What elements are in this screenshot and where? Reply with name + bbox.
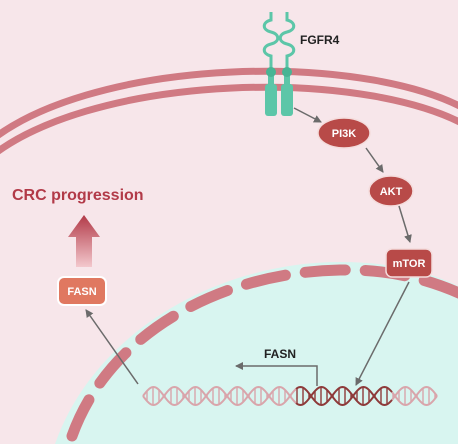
cell-membrane-inner	[0, 83, 458, 155]
gene-label: FASN	[264, 347, 296, 361]
receptor-label: FGFR4	[300, 33, 340, 47]
receptor-kinase-right	[281, 84, 293, 116]
akt-node: AKT	[368, 175, 414, 207]
dna-strand-a-segment	[142, 385, 297, 407]
receptor-joint-right	[282, 67, 292, 77]
arrow-mtor-to-dna	[355, 281, 410, 386]
progression-arrow	[68, 215, 100, 267]
transcription-arrow	[235, 362, 318, 386]
receptor-joint-left	[266, 67, 276, 77]
pi3k-label: PI3K	[332, 128, 357, 140]
pi3k-shape	[317, 117, 371, 149]
receptor-kinase-left	[265, 84, 277, 116]
receptor-tm-right	[284, 70, 290, 86]
arrow-pi3k-to-akt	[365, 147, 384, 173]
arrow-akt-to-mtor	[398, 205, 412, 243]
outcome-label: CRC progression	[12, 187, 144, 204]
akt-label: AKT	[380, 186, 403, 198]
fasn-protein-shape	[57, 276, 107, 306]
dna-strand-b-segment	[391, 385, 438, 407]
fasn-protein-label: FASN	[67, 286, 96, 298]
receptor-extracellular-left	[262, 12, 280, 72]
dna-strand-b-segment	[295, 385, 393, 407]
receptor-tm-left	[268, 70, 274, 86]
dna-strand-b-segment	[142, 385, 297, 407]
mtor-node: mTOR	[385, 248, 433, 278]
cell-membrane-outer	[0, 67, 458, 139]
fgfr4-receptor	[262, 12, 296, 116]
dna-strand-a-segment	[295, 385, 393, 407]
dna-helix	[142, 385, 438, 407]
fasn-protein-node: FASN	[57, 276, 107, 306]
nuclear-envelope	[66, 264, 458, 442]
mtor-label: mTOR	[393, 258, 426, 270]
dna-strand-a-segment	[391, 385, 438, 407]
pi3k-node: PI3K	[317, 117, 371, 149]
arrow-fgfr4-to-pi3k	[293, 107, 322, 123]
akt-shape	[368, 175, 414, 207]
mtor-shape	[385, 248, 433, 278]
receptor-extracellular-right	[278, 12, 296, 72]
arrow-dna-to-fasn-protein	[85, 309, 139, 385]
